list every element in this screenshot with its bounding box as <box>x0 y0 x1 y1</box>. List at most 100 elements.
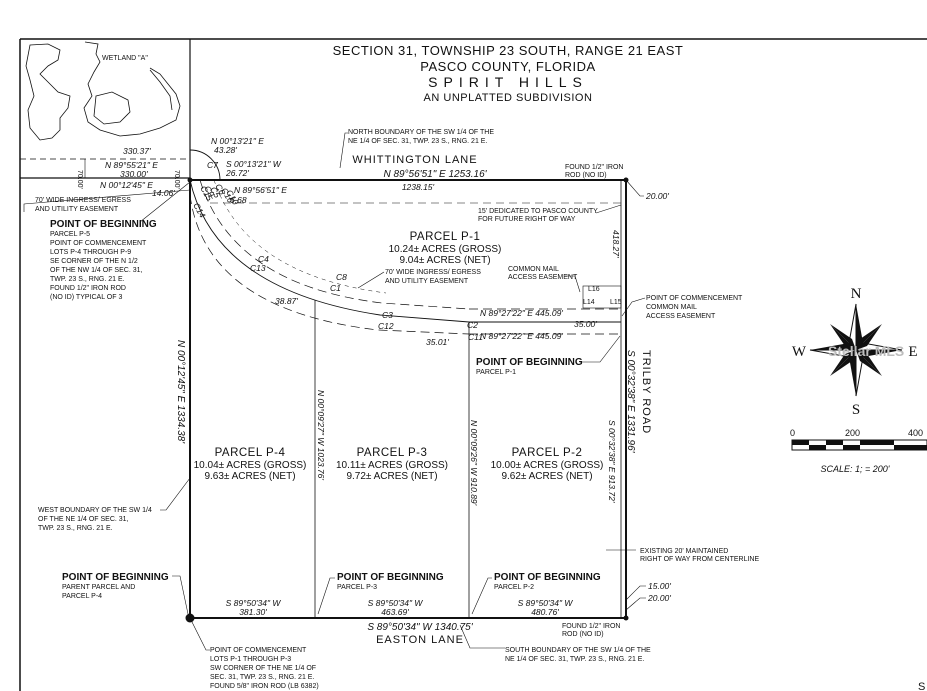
parcel-p1-net: 9.04± ACRES (NET) <box>399 255 490 266</box>
svg-text:FOR FUTURE RIGHT OF WAY: FOR FUTURE RIGHT OF WAY <box>478 216 576 223</box>
svg-text:NE 1/4 OF SEC. 31, TWP. 23 S.,: NE 1/4 OF SEC. 31, TWP. 23 S., RNG. 21 E… <box>348 138 487 145</box>
curve-c14: C14 <box>191 201 208 220</box>
scale-tick-0: 0 <box>790 428 795 438</box>
svg-text:ACCESS EASEMENT: ACCESS EASEMENT <box>508 274 578 281</box>
note-ingress-mid: 70' WIDE INGRESS/ EGRESS AND UTILITY EAS… <box>357 269 481 289</box>
note-south-boundary: SOUTH BOUNDARY OF THE SW 1/4 OF THE NE 1… <box>459 624 651 663</box>
road-whittington: WHITTINGTON LANE <box>352 154 477 166</box>
curve-c8: C8 <box>336 272 347 282</box>
svg-text:WEST BOUNDARY OF THE SW 1/4: WEST BOUNDARY OF THE SW 1/4 <box>38 507 152 514</box>
curved-easement <box>189 179 470 335</box>
bearing-mid-upper: N 89°27'22" E 445.09' <box>480 308 563 318</box>
parcel-p4-label: PARCEL P-4 10.04± ACRES (GROSS) 9.63± AC… <box>194 447 307 482</box>
curve-c11: C11 <box>468 332 483 342</box>
curve-c6: C6 <box>213 182 227 197</box>
svg-text:EXISTING 20' MAINTAINED: EXISTING 20' MAINTAINED <box>640 548 728 555</box>
curve-c4: C4 <box>258 254 269 264</box>
dim-70-left: 70.00' <box>76 170 83 189</box>
bearing-s-p2-len: 480.76' <box>531 607 559 617</box>
bearing-nw-b-len: 26.72' <box>225 168 249 178</box>
svg-text:PARCEL P-1: PARCEL P-1 <box>476 369 516 376</box>
note-poc-mail: POINT OF COMMENCEMENT COMMON MAIL ACCESS… <box>621 295 743 320</box>
svg-text:AND UTILITY EASEMENT: AND UTILITY EASEMENT <box>385 278 469 285</box>
parcel-p3-label: PARCEL P-3 10.11± ACRES (GROSS) 9.72± AC… <box>336 447 448 482</box>
svg-text:COMMON MAIL: COMMON MAIL <box>508 266 559 273</box>
compass-s: S <box>852 402 860 418</box>
svg-text:OF THE NE 1/4 OF SEC. 31,: OF THE NE 1/4 OF SEC. 31, <box>38 516 129 523</box>
title-line-3: SPIRIT HILLS <box>428 74 588 90</box>
bearing-p2-west: N 00°09'26" W 910.89' <box>469 420 479 506</box>
bearing-s-p4: S 89°50'34" W <box>226 598 282 608</box>
svg-text:POINT OF COMMENCEMENT: POINT OF COMMENCEMENT <box>646 295 743 302</box>
wetland-inset-labels: WETLAND "A" <box>102 55 148 62</box>
parcel-p4-gross: 10.04± ACRES (GROSS) <box>194 460 307 471</box>
parcel-p3-net: 9.72± ACRES (NET) <box>346 471 437 482</box>
bearing-east-upper: 418.27' <box>611 230 621 258</box>
mail-easement-box <box>582 285 622 309</box>
bearing-nw-c: N 89°55'21" E <box>105 160 158 170</box>
note-north-boundary: NORTH BOUNDARY OF THE SW 1/4 OF THE NE 1… <box>339 129 494 169</box>
curve-c5: C5 <box>208 185 222 200</box>
parcel-p4-name: PARCEL P-4 <box>215 447 286 459</box>
svg-text:(NO ID) TYPICAL OF 3: (NO ID) TYPICAL OF 3 <box>50 294 122 301</box>
svg-text:COMMON MAIL: COMMON MAIL <box>646 304 697 311</box>
svg-text:TWP. 23 S., RNG. 21 E.: TWP. 23 S., RNG. 21 E. <box>50 276 125 283</box>
wetland-label: WETLAND "A" <box>102 55 148 62</box>
svg-text:70' WIDE INGRESS/ EGRESS: 70' WIDE INGRESS/ EGRESS <box>35 197 131 204</box>
parcel-p3-gross: 10.11± ACRES (GROSS) <box>336 460 448 471</box>
parcel-p2-gross: 10.00± ACRES (GROSS) <box>491 460 604 471</box>
svg-text:PARCEL P-4: PARCEL P-4 <box>62 593 102 600</box>
svg-text:OF THE NW 1/4 OF SEC. 31,: OF THE NW 1/4 OF SEC. 31, <box>50 267 143 274</box>
curve-c13: C13 <box>250 263 266 273</box>
note-found-ne: FOUND 1/2" IRON ROD (NO ID) 20.00' <box>565 164 669 201</box>
bearing-mid-lower: N 89°27'22" E 445.09' <box>480 331 563 341</box>
svg-text:POINT OF BEGINNING: POINT OF BEGINNING <box>494 572 601 583</box>
svg-text:NORTH BOUNDARY OF THE SW 1/4 O: NORTH BOUNDARY OF THE SW 1/4 OF THE <box>348 129 494 136</box>
scale-label: SCALE: 1; = 200' <box>820 464 889 474</box>
watermark: Stellar MLS <box>828 343 904 359</box>
dim-35-01: 35.01' <box>426 337 449 347</box>
svg-text:PARCEL P-2: PARCEL P-2 <box>494 584 534 591</box>
dim-70-right: 70.00' <box>173 170 180 189</box>
svg-text:POINT OF BEGINNING: POINT OF BEGINNING <box>337 572 444 583</box>
bearing-nw-e-len: 6.68 <box>230 195 247 205</box>
scale-bar <box>791 439 927 451</box>
compass-n: N <box>851 286 862 302</box>
note-pob-p5: POINT OF BEGINNING PARCEL P-5 POINT OF C… <box>50 181 191 301</box>
svg-text:ROD (NO ID): ROD (NO ID) <box>562 631 604 638</box>
corner-monument-icon <box>623 615 629 621</box>
svg-text:POINT OF BEGINNING: POINT OF BEGINNING <box>50 219 157 230</box>
curve-c2: C2 <box>467 320 478 330</box>
svg-text:FOUND 1/2" IRON: FOUND 1/2" IRON <box>562 623 621 630</box>
parcel-p4-net: 9.63± ACRES (NET) <box>204 471 295 482</box>
dim-38-87: 38.87' <box>275 296 298 306</box>
note-found-se: FOUND 1/2" IRON ROD (NO ID) <box>562 623 621 638</box>
bearing-nw-e: N 89°56'51" E <box>234 185 287 195</box>
scale-tick-400: 400 <box>908 428 923 438</box>
compass-w: W <box>792 344 807 360</box>
parcel-p3-name: PARCEL P-3 <box>357 447 428 459</box>
corner-letter: S <box>918 681 925 691</box>
svg-text:LOTS P-1 THROUGH P-3: LOTS P-1 THROUGH P-3 <box>210 656 291 663</box>
note-existing-row: EXISTING 20' MAINTAINED RIGHT OF WAY FRO… <box>606 548 759 611</box>
svg-text:SEC. 31, TWP. 23 S., RNG. 21 E: SEC. 31, TWP. 23 S., RNG. 21 E. <box>210 674 314 681</box>
note-pob-p2: POINT OF BEGINNING PARCEL P-2 <box>471 572 601 615</box>
parcel-p1-label: PARCEL P-1 10.24± ACRES (GROSS) 9.04± AC… <box>389 231 502 266</box>
parcel-p2-net: 9.62± ACRES (NET) <box>501 471 592 482</box>
svg-text:PARENT PARCEL AND: PARENT PARCEL AND <box>62 584 135 591</box>
dim-15-se: 15.00' <box>648 581 671 591</box>
north-arrow-icon <box>809 303 903 397</box>
note-west-boundary: WEST BOUNDARY OF THE SW 1/4 OF THE NE 1/… <box>38 477 191 532</box>
note-ingress-nw: 70' WIDE INGRESS/ EGRESS AND UTILITY EAS… <box>23 189 191 213</box>
svg-text:SE CORNER OF THE N 1/2: SE CORNER OF THE N 1/2 <box>50 258 138 265</box>
bearing-east: S 00°32'38" E 1331.96' <box>625 350 636 454</box>
svg-text:POINT OF COMMENCEMENT: POINT OF COMMENCEMENT <box>210 647 307 654</box>
bearing-north: N 89°56'51" E 1253.16' <box>383 169 487 180</box>
note-pob-parent: POINT OF BEGINNING PARENT PARCEL AND PAR… <box>62 572 189 615</box>
label-l16: L16 <box>588 286 600 293</box>
note-pob-p3: POINT OF BEGINNING PARCEL P-3 <box>317 572 444 615</box>
svg-text:70' WIDE INGRESS/ EGRESS: 70' WIDE INGRESS/ EGRESS <box>385 269 481 276</box>
wetland-inset <box>25 41 181 141</box>
bearing-p3-west: N 00°09'27" W 1023.76' <box>316 390 326 480</box>
bearing-west: N 00°12'45" E 1334.38' <box>175 340 186 444</box>
